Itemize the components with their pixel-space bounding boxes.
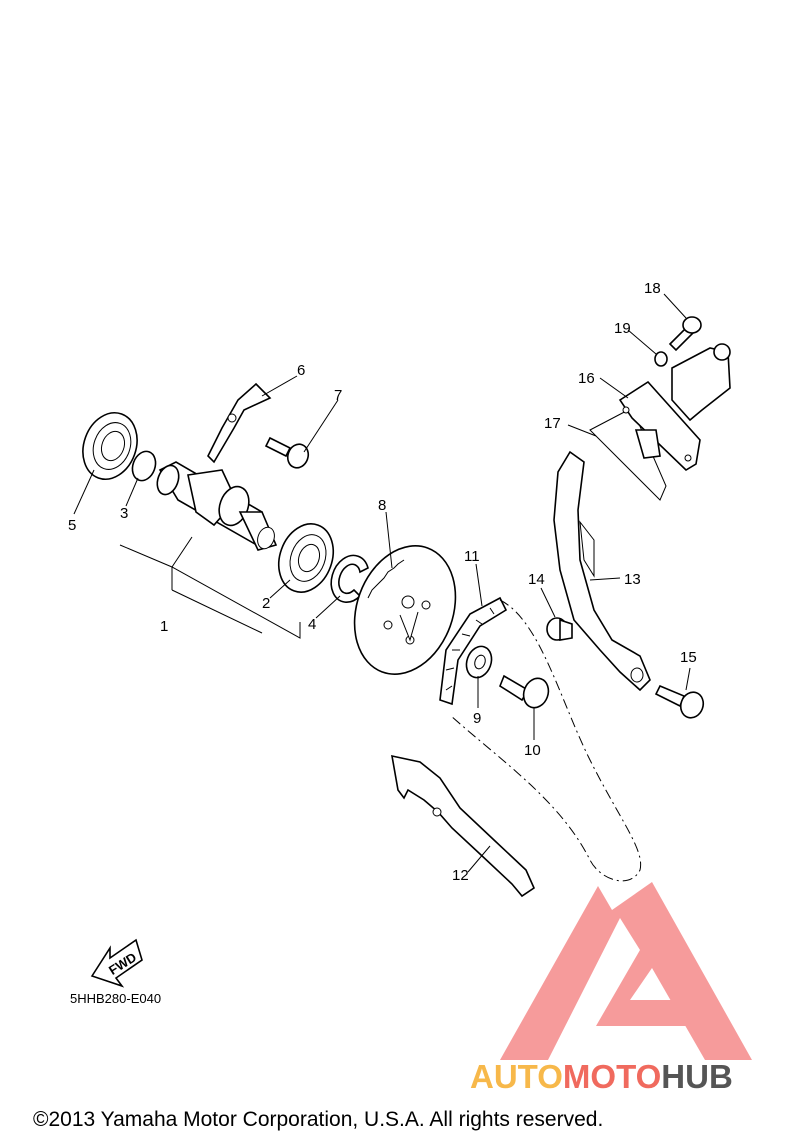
cam-chain-part-11 [439, 596, 508, 706]
bearing-part-2 [277, 523, 335, 593]
watermark-logo [500, 882, 752, 1060]
bolt-part-7 [264, 436, 310, 469]
part-number-13: 13 [624, 571, 641, 588]
part-number-12: 12 [452, 867, 469, 884]
bearing-part-5 [82, 412, 138, 480]
leader-lines [73, 293, 691, 873]
part-number-14: 14 [528, 571, 545, 588]
part-number-5: 5 [68, 517, 76, 534]
diagram-code: 5HHB280-E040 [70, 991, 161, 1006]
part-number-9: 9 [473, 710, 481, 727]
bolt-part-18 [668, 316, 702, 352]
part-number-15: 15 [680, 649, 697, 666]
plate-part-6 [207, 382, 272, 464]
o-ring-part-3 [131, 450, 157, 482]
chain-path [449, 599, 642, 882]
part-number-19: 19 [614, 320, 631, 337]
chain-guide-part-12 [391, 754, 536, 898]
part-number-2: 2 [262, 595, 270, 612]
bolt-part-10 [499, 674, 550, 709]
part-number-17: 17 [544, 415, 561, 432]
washer-part-19 [654, 351, 668, 367]
tensioner-guide-part-13 [553, 450, 651, 692]
part-number-6: 6 [297, 362, 305, 379]
fwd-arrow-icon: FWD [90, 938, 143, 988]
part-number-10: 10 [524, 742, 541, 759]
part-number-4: 4 [308, 616, 316, 633]
bolt-part-15 [654, 684, 705, 719]
part-number-16: 16 [578, 370, 595, 387]
part-number-3: 3 [120, 505, 128, 522]
collar-part-14 [546, 617, 573, 641]
washer-part-9 [465, 645, 493, 679]
copyright-notice: ©2013 Yamaha Motor Corporation, U.S.A. A… [33, 1108, 603, 1131]
cam-sprocket-part-8 [353, 545, 457, 675]
part-number-7: 7 [334, 387, 342, 404]
part-number-8: 8 [378, 497, 386, 514]
part-number-18: 18 [644, 280, 661, 297]
part-number-1: 1 [160, 618, 168, 635]
part-number-11: 11 [464, 548, 480, 565]
circlip-part-4 [330, 554, 369, 603]
tensioner-gasket-part-17 [589, 407, 667, 501]
watermark-brand: AUTOMOTOHUB [470, 1058, 733, 1095]
tensioner-part-16 [618, 343, 731, 472]
camshaft-part-1 [156, 461, 278, 551]
